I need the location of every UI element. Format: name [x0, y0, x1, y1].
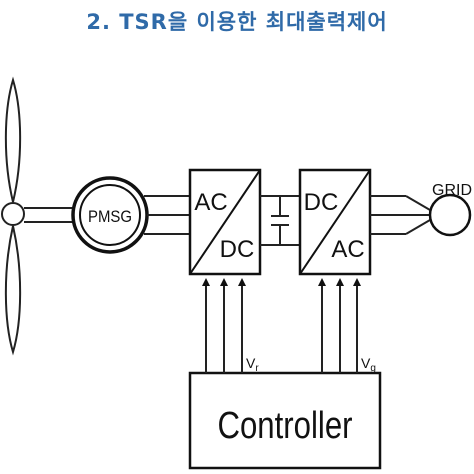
dc-link [260, 195, 300, 246]
rectifier-dc-label: DC [220, 236, 255, 263]
controller-box: Controller [188, 371, 382, 470]
page-title: 2. TSR을 이용한 최대출력제어 [86, 10, 388, 34]
inverter-box: DC AC [298, 168, 372, 276]
pmsg-label: PMSG [88, 208, 132, 226]
vg-sub: g [370, 363, 376, 374]
generator-rectifier-lines [144, 195, 190, 235]
grid-label: GRID [432, 182, 472, 199]
rectifier-gate-signals [202, 278, 246, 373]
vg-label: Vg [361, 355, 376, 374]
turbine-hub [1, 202, 25, 226]
turbine-blade-top [4, 76, 22, 203]
inverter-gate-signals [318, 278, 361, 373]
pmsg-generator: PMSG [71, 176, 149, 254]
turbine-blade-bottom [4, 225, 22, 356]
vg-base: V [361, 355, 371, 371]
controller-label: Controller [217, 405, 352, 447]
inverter-dc-label: DC [304, 189, 339, 216]
dc-link-capacitor [271, 215, 289, 226]
rectifier-ac-label: AC [194, 189, 227, 216]
vr-base: V [246, 355, 256, 371]
inverter-grid-lines [370, 195, 431, 235]
turbine-blades [4, 76, 22, 356]
vr-sub: r [255, 363, 259, 374]
grid-circle [428, 193, 472, 237]
rectifier-box: AC DC [188, 168, 262, 276]
inverter-ac-label: AC [331, 236, 364, 263]
vr-label: Vr [246, 355, 259, 374]
